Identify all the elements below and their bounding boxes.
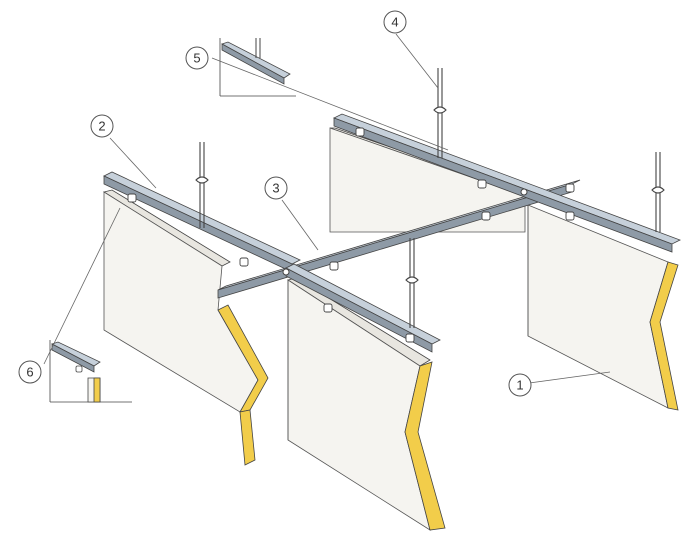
- callout-1-label: 1: [516, 378, 523, 393]
- suspension-hangers: [195, 68, 665, 328]
- main-carrier-rail-2: [103, 171, 301, 273]
- leader-lines: [43, 33, 611, 385]
- callout-2: 2: [90, 114, 114, 138]
- callout-3-label: 3: [272, 181, 279, 196]
- callout-4-label: 4: [391, 15, 398, 30]
- callout-6-label: 6: [26, 365, 33, 380]
- callout-2-label: 2: [98, 119, 105, 134]
- detail-inset-6: [49, 340, 132, 403]
- left-baffle-panel: [102, 189, 269, 466]
- callout-6: 6: [18, 360, 42, 384]
- callout-5-label: 5: [193, 51, 200, 66]
- cross-connector: [282, 188, 528, 276]
- callout-1: 1: [508, 373, 532, 397]
- callout-3: 3: [264, 176, 288, 200]
- right-baffle-panel: [527, 204, 679, 411]
- panel-clips: [127, 127, 575, 343]
- callout-5: 5: [185, 46, 209, 70]
- detail-inset-5: [219, 38, 296, 97]
- callout-4: 4: [383, 10, 407, 34]
- main-carrier-rail-4: [332, 113, 682, 253]
